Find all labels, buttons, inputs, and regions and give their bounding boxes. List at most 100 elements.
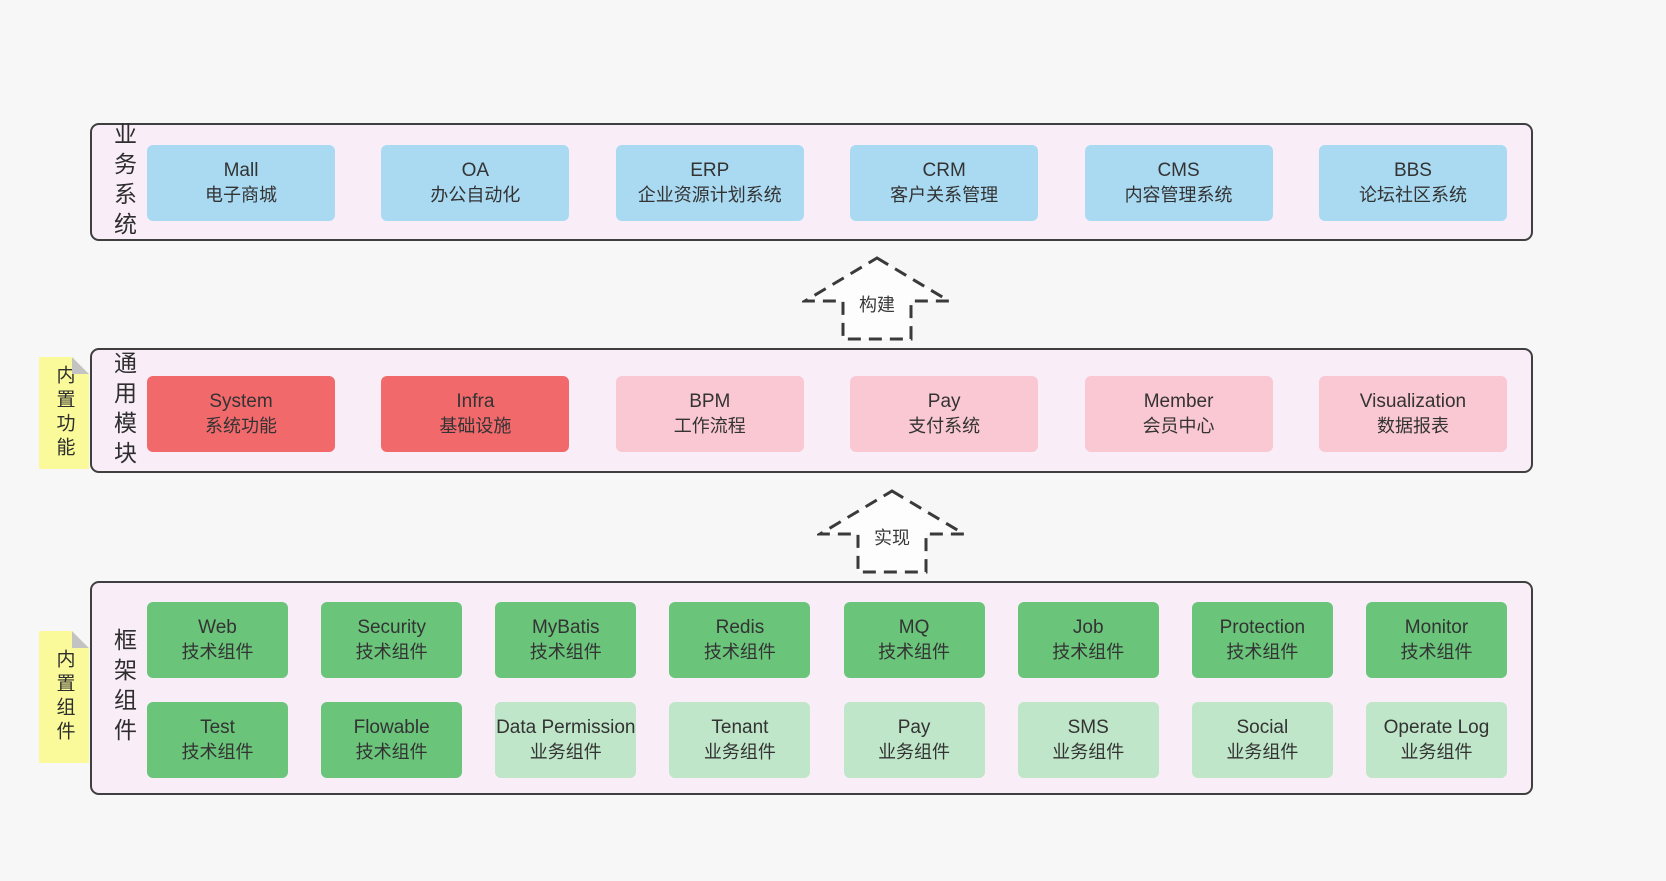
components-row-1: Web 技术组件 Security 技术组件 MyBatis 技术组件 Redi…: [147, 602, 1507, 678]
node-name: Mall: [223, 160, 259, 182]
sticky-note-text: 内置组件: [53, 649, 75, 745]
layer-label-text: 框架组件: [110, 628, 137, 748]
node-name: Infra: [456, 391, 495, 413]
sticky-note-built-in-functions: 内置功能: [39, 357, 89, 469]
layer-components-label: 框架组件: [102, 628, 144, 748]
node-desc: 业务组件: [878, 741, 951, 762]
node-desc: 技术组件: [529, 641, 602, 662]
node-desc: 业务组件: [703, 741, 776, 762]
node-name: MQ: [898, 617, 930, 639]
node-operate-log: Operate Log 业务组件: [1365, 702, 1507, 778]
node-desc: 技术组件: [703, 641, 776, 662]
arrow-build-label: 构建: [859, 295, 895, 315]
node-oa: OA 办公自动化: [381, 145, 570, 221]
node-monitor: Monitor 技术组件: [1365, 602, 1507, 678]
node-desc: 业务组件: [1226, 741, 1299, 762]
node-mybatis: MyBatis 技术组件: [495, 602, 637, 678]
node-name: Operate Log: [1383, 717, 1490, 739]
components-row-2: Test 技术组件 Flowable 技术组件 Data Permission …: [147, 702, 1507, 778]
node-desc: 客户关系管理: [890, 184, 999, 205]
node-pay-system: Pay 支付系统: [850, 376, 1039, 452]
node-desc: 内容管理系统: [1124, 184, 1233, 205]
arrow-implement-label: 实现: [874, 528, 910, 548]
up-arrow-icon: [802, 256, 952, 341]
node-test: Test 技术组件: [147, 702, 288, 778]
node-desc: 电子商城: [205, 184, 277, 205]
node-name: Job: [1072, 617, 1104, 639]
node-web: Web 技术组件: [147, 602, 288, 678]
node-crm: CRM 客户关系管理: [850, 145, 1039, 221]
node-desc: 技术组件: [1052, 641, 1125, 662]
node-name: Web: [198, 617, 237, 639]
node-bpm: BPM 工作流程: [615, 376, 804, 452]
arrow-up-implement: 实现: [817, 488, 967, 576]
business-boxes-row: Mall 电子商城 OA 办公自动化 ERP 企业资源计划系统 CRM 客户关系…: [147, 145, 1507, 221]
node-tenant: Tenant 业务组件: [669, 702, 811, 778]
node-desc: 技术组件: [1226, 641, 1299, 662]
node-desc: 技术组件: [181, 741, 254, 762]
node-name: Data Permission: [496, 717, 636, 739]
node-name: System: [209, 391, 273, 413]
node-job: Job 技术组件: [1017, 602, 1159, 678]
node-name: MyBatis: [531, 617, 600, 639]
node-name: Flowable: [353, 717, 430, 739]
node-desc: 系统功能: [205, 415, 277, 436]
up-arrow-icon: [817, 489, 967, 574]
node-desc: 支付系统: [908, 415, 981, 436]
node-data-permission: Data Permission 业务组件: [495, 702, 637, 778]
node-mall: Mall 电子商城: [147, 145, 335, 221]
node-desc: 技术组件: [355, 741, 428, 762]
node-name: Social: [1236, 717, 1289, 739]
node-desc: 会员中心: [1142, 415, 1215, 436]
node-bbs: BBS 论坛社区系统: [1318, 145, 1507, 221]
layer-label-text: 业务系统: [110, 122, 137, 242]
node-erp: ERP 企业资源计划系统: [615, 145, 804, 221]
node-name: Pay: [897, 717, 931, 739]
node-redis: Redis 技术组件: [669, 602, 811, 678]
node-desc: 技术组件: [878, 641, 951, 662]
node-name: OA: [461, 160, 490, 182]
node-desc: 数据报表: [1376, 415, 1449, 436]
node-desc: 企业资源计划系统: [637, 184, 782, 205]
node-social: Social 业务组件: [1191, 702, 1333, 778]
node-name: SMS: [1067, 717, 1109, 739]
node-desc: 技术组件: [181, 641, 254, 662]
node-name: ERP: [690, 160, 730, 182]
node-name: Protection: [1219, 617, 1306, 639]
node-desc: 工作流程: [673, 415, 746, 436]
node-name: Tenant: [711, 717, 769, 739]
modules-boxes-row: System 系统功能 Infra 基础设施 BPM 工作流程 Pay 支付系统…: [147, 376, 1507, 452]
node-system: System 系统功能: [147, 376, 335, 452]
node-desc: 技术组件: [1400, 641, 1473, 662]
node-name: Monitor: [1404, 617, 1469, 639]
node-name: Test: [200, 717, 235, 739]
node-name: Member: [1143, 391, 1214, 413]
node-name: Redis: [715, 617, 765, 639]
node-security: Security 技术组件: [321, 602, 463, 678]
node-pay-component: Pay 业务组件: [843, 702, 985, 778]
node-protection: Protection 技术组件: [1191, 602, 1333, 678]
layer-modules-label: 通用模块: [102, 351, 144, 471]
arrow-up-build: 构建: [802, 255, 952, 343]
node-desc: 业务组件: [1400, 741, 1473, 762]
node-mq: MQ 技术组件: [843, 602, 985, 678]
node-visualization: Visualization 数据报表: [1318, 376, 1507, 452]
node-name: Security: [357, 617, 426, 639]
node-name: BPM: [689, 391, 731, 413]
layer-business-systems: 业务系统 Mall 电子商城 OA 办公自动化 ERP 企业资源计划系统 CRM…: [90, 122, 1533, 242]
layer-framework-components: 内置组件 框架组件 Web 技术组件 Security 技术组件 MyBatis…: [90, 581, 1533, 795]
sticky-note-text: 内置功能: [53, 365, 75, 461]
layer-label-text: 通用模块: [110, 350, 137, 471]
node-desc: 业务组件: [1052, 741, 1125, 762]
node-sms: SMS 业务组件: [1017, 702, 1159, 778]
node-desc: 基础设施: [439, 415, 512, 436]
node-name: CRM: [922, 160, 966, 182]
node-name: Pay: [927, 391, 961, 413]
node-desc: 论坛社区系统: [1358, 184, 1467, 205]
node-name: Visualization: [1359, 391, 1467, 413]
node-name: BBS: [1393, 160, 1432, 182]
layer-business-label: 业务系统: [102, 122, 144, 242]
node-flowable: Flowable 技术组件: [321, 702, 463, 778]
node-desc: 业务组件: [529, 741, 602, 762]
layer-common-modules: 内置功能 通用模块 System 系统功能 Infra 基础设施 BPM 工作流…: [90, 348, 1533, 473]
